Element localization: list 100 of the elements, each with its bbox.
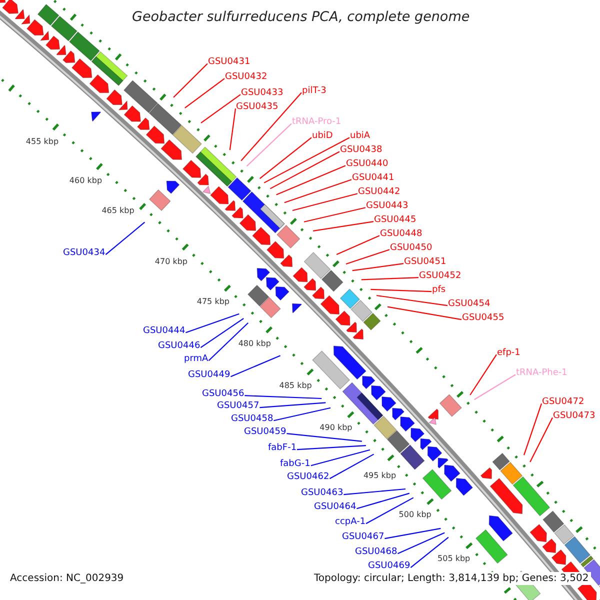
gene-label: GSU0435 — [236, 102, 278, 113]
leader-line — [370, 288, 432, 292]
gene-label: tRNA-Phe-1 — [516, 368, 568, 379]
leader-line — [523, 403, 542, 456]
leader-line — [274, 407, 331, 422]
gene-label: GSU0450 — [390, 243, 432, 254]
gene-label: GSU0451 — [404, 257, 446, 268]
leader-line — [284, 179, 352, 204]
scale-label: 460 kbp — [69, 176, 102, 186]
leader-line — [366, 497, 414, 524]
gene-label: fabF-1 — [268, 443, 297, 454]
leader-line — [259, 137, 312, 180]
leader-line — [173, 63, 208, 98]
gene-label: GSU0445 — [374, 215, 416, 226]
leader-line — [260, 402, 326, 408]
leader-line — [105, 222, 146, 256]
gene-label: GSU0444 — [143, 326, 186, 337]
footer-text: Accession: NC_002939 — [8, 572, 126, 585]
footer-text: Topology: circular; Length: 3,814,139 bp; Genes: 3,502 — [312, 572, 591, 585]
gene-label: GSU0458 — [231, 414, 274, 425]
leader-line — [474, 374, 516, 400]
leader-line — [292, 193, 358, 212]
leader-line — [313, 221, 374, 232]
gene-label: GSU0431 — [208, 57, 250, 68]
gene-label: tRNA-Pro-1 — [292, 117, 342, 128]
leader-line — [310, 449, 370, 466]
gene-label: GSU0452 — [419, 271, 462, 282]
gene-label: GSU0469 — [368, 561, 410, 572]
scale-label: 485 kbp — [279, 380, 312, 391]
gene-label: GSU0449 — [188, 370, 230, 381]
gene-label: GSU0434 — [63, 248, 106, 259]
gene-label: GSU0457 — [217, 401, 260, 412]
leader-line — [276, 165, 346, 196]
gene-label: GSU0443 — [366, 201, 408, 212]
leader-line — [208, 322, 248, 361]
gene-label: GSU0473 — [553, 411, 596, 422]
scale-label: 500 kbp — [398, 510, 432, 520]
gene-label: ccpA-1 — [335, 517, 366, 528]
leader-line — [410, 536, 449, 568]
gene-label: pfs — [432, 285, 446, 296]
leader-line — [376, 294, 448, 306]
leader-line — [246, 123, 292, 166]
leader-line — [530, 417, 553, 462]
leader-line — [184, 78, 225, 108]
gene-label: fabG-1 — [280, 459, 310, 470]
gene-label: GSU0433 — [241, 88, 284, 99]
gene-label: prmA — [184, 354, 208, 365]
leader-line — [240, 92, 302, 162]
scale-label: 495 kbp — [363, 470, 396, 481]
leader-line — [270, 151, 340, 190]
gene-label: GSU0463 — [301, 488, 344, 499]
scale-label: 455 kbp — [26, 136, 59, 147]
gene-label: GSU0454 — [448, 299, 490, 310]
gene-label: efp-1 — [497, 348, 520, 359]
leader-line — [384, 528, 441, 540]
scale-label: 465 kbp — [102, 206, 134, 216]
gene-label: GSU0464 — [314, 502, 356, 513]
scale-label: 480 kbp — [238, 338, 271, 349]
gene-label: GSU0432 — [225, 72, 268, 83]
leader-line — [286, 433, 362, 442]
gene-label: ubiA — [350, 131, 370, 142]
scale-label: 475 kbp — [196, 297, 230, 308]
gene-label: pilT-3 — [302, 86, 326, 97]
gene-label: GSU0440 — [346, 159, 388, 170]
scale-label: 490 kbp — [320, 423, 352, 434]
leader-line — [397, 532, 445, 554]
leader-line — [470, 354, 497, 396]
leader-line — [329, 454, 374, 480]
leader-line — [344, 488, 406, 496]
leader-line — [336, 235, 380, 255]
scale-label: 470 kbp — [154, 256, 188, 267]
gene-label: GSU0456 — [202, 389, 244, 400]
gene-label: GSU0467 — [342, 532, 384, 543]
leader-line — [230, 355, 281, 378]
gene-label: GSU0448 — [380, 229, 422, 240]
leader-line — [296, 445, 366, 450]
gene-label: GSU0455 — [462, 313, 504, 324]
leader-line — [361, 277, 419, 280]
leader-line — [229, 108, 236, 150]
gene-label: ubiD — [312, 131, 333, 142]
leader-line — [304, 207, 366, 222]
leader-line — [244, 395, 322, 400]
scale-label: 505 kbp — [438, 554, 470, 564]
leader-line — [186, 313, 240, 334]
gene-label: GSU0442 — [358, 187, 400, 198]
leader-line — [352, 263, 404, 272]
gene-label: GSU0459 — [244, 427, 286, 438]
leader-line — [200, 318, 244, 348]
leader-line — [346, 249, 390, 265]
gene-label: GSU0468 — [355, 547, 398, 558]
gene-label: GSU0441 — [352, 173, 394, 184]
leader-line — [200, 94, 241, 124]
gene-label: GSU0462 — [287, 472, 330, 483]
gene-label: GSU0472 — [542, 397, 584, 408]
leader-line — [387, 306, 462, 320]
gene-label: GSU0438 — [340, 145, 382, 156]
gene-label: GSU0446 — [158, 341, 200, 352]
leader-line — [264, 137, 350, 184]
leader-line — [356, 492, 410, 510]
map-title: Geobacter sulfurreducens PCA, complete genome — [132, 9, 470, 25]
